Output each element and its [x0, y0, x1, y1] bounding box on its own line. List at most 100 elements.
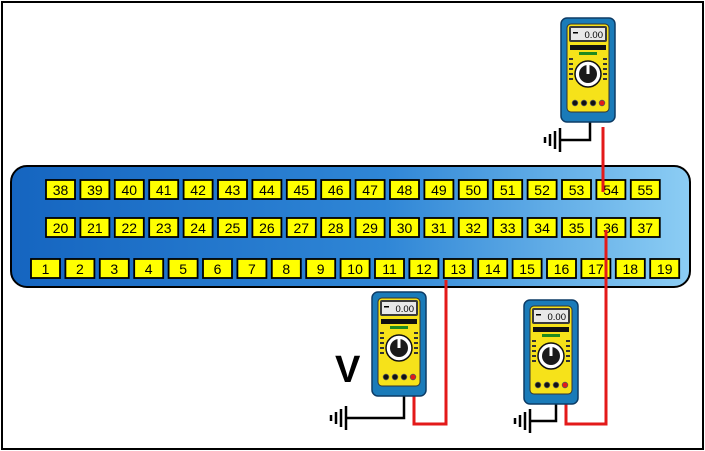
pin-1: 1 — [30, 258, 61, 279]
wire-pin-13 — [412, 280, 448, 426]
pin-label: 38 — [53, 182, 69, 198]
meter-sign — [536, 314, 541, 316]
pin-label: 16 — [554, 261, 570, 277]
meter-sign — [573, 32, 578, 34]
pin-label: 33 — [500, 220, 516, 236]
pin-label: 54 — [603, 182, 619, 198]
meter-display — [534, 310, 568, 322]
pin-label: 10 — [347, 261, 363, 277]
meter-display — [571, 28, 605, 40]
meter-dial — [537, 342, 565, 370]
multimeter-top-right: 0.00 — [560, 17, 616, 123]
meter-dial — [385, 334, 413, 362]
pin-label: 5 — [179, 261, 187, 277]
pin-label: 45 — [294, 182, 310, 198]
pin-label: 9 — [317, 261, 325, 277]
meter-jack — [552, 381, 560, 389]
pin-2: 2 — [64, 258, 96, 279]
pin-label: 53 — [569, 182, 585, 198]
pin-8: 8 — [270, 258, 302, 279]
pin-label: 35 — [569, 220, 585, 236]
pin-label: 49 — [431, 182, 447, 198]
pin-label: 27 — [294, 220, 310, 236]
pin-label: 14 — [485, 261, 501, 277]
pin-label: 18 — [623, 261, 639, 277]
pin-label: 47 — [362, 182, 378, 198]
pin-label: 21 — [87, 220, 103, 236]
pin-label: 1 — [42, 261, 50, 277]
pin-label: 50 — [466, 182, 482, 198]
pin-label: 3 — [110, 261, 118, 277]
pin-26: 26 — [251, 217, 283, 238]
pin-22: 22 — [113, 217, 145, 238]
voltage-label: V — [335, 349, 361, 391]
pin-label: 39 — [87, 182, 103, 198]
pin-37: 37 — [629, 217, 661, 238]
pin-label: 55 — [638, 182, 654, 198]
pin-14: 14 — [477, 258, 509, 279]
pin-label: 17 — [588, 261, 604, 277]
pin-34: 34 — [526, 217, 558, 238]
pin-30: 30 — [389, 217, 420, 238]
pin-label: 29 — [362, 220, 378, 236]
meter-jack — [589, 99, 597, 107]
pin-label: 20 — [53, 220, 69, 236]
meter-reading: 0.00 — [396, 304, 415, 315]
wire-pin-36 — [564, 230, 608, 426]
pin-52: 52 — [526, 179, 558, 200]
pin-label: 52 — [534, 182, 550, 198]
meter-buttons — [533, 327, 569, 332]
pin-19: 19 — [649, 258, 681, 279]
pin-label: 30 — [397, 220, 413, 236]
pin-label: 6 — [214, 261, 222, 277]
pin-24: 24 — [182, 217, 214, 238]
pin-label: 11 — [382, 261, 397, 277]
pin-48: 48 — [389, 179, 420, 200]
pin-21: 21 — [79, 217, 111, 238]
pin-label: 37 — [638, 220, 654, 236]
pin-29: 29 — [354, 217, 386, 238]
pin-label: 19 — [657, 261, 673, 277]
pin-label: 42 — [190, 182, 206, 198]
pin-49: 49 — [423, 179, 455, 200]
pin-46: 46 — [320, 179, 352, 200]
pin-label: 4 — [145, 261, 153, 277]
pin-18: 18 — [614, 258, 646, 279]
pin-label: 25 — [225, 220, 241, 236]
pin-label: 7 — [248, 261, 256, 277]
meter-buttons — [381, 319, 417, 324]
pin-31: 31 — [423, 217, 455, 238]
pin-45: 45 — [285, 179, 317, 200]
meter-jack — [382, 373, 390, 381]
pin-label: 23 — [156, 220, 172, 236]
meter-jack — [534, 381, 542, 389]
pin-50: 50 — [457, 179, 489, 200]
meter-jack — [391, 373, 399, 381]
multimeter-bottom-center: 0.00 — [371, 291, 427, 397]
pin-36: 36 — [595, 217, 627, 238]
pin-label: 26 — [259, 220, 275, 236]
pin-label: 31 — [431, 220, 447, 236]
pin-43: 43 — [217, 179, 248, 200]
meter-sign — [384, 306, 389, 308]
pin-15: 15 — [511, 258, 543, 279]
pin-label: 12 — [416, 261, 432, 277]
pin-47: 47 — [354, 179, 386, 200]
pin-label: 22 — [122, 220, 138, 236]
pin-7: 7 — [236, 258, 268, 279]
pin-9: 9 — [305, 258, 337, 279]
pin-27: 27 — [285, 217, 317, 238]
pin-39: 39 — [79, 179, 111, 200]
pin-label: 28 — [328, 220, 344, 236]
meter-reading: 0.00 — [548, 312, 567, 323]
pin-5: 5 — [167, 258, 199, 279]
meter-jack — [561, 381, 569, 389]
ground-icon — [329, 406, 348, 430]
pin-label: 34 — [534, 220, 550, 236]
meter-display — [382, 302, 416, 314]
pin-32: 32 — [457, 217, 489, 238]
pin-label: 51 — [500, 182, 516, 198]
pin-6: 6 — [202, 258, 233, 279]
